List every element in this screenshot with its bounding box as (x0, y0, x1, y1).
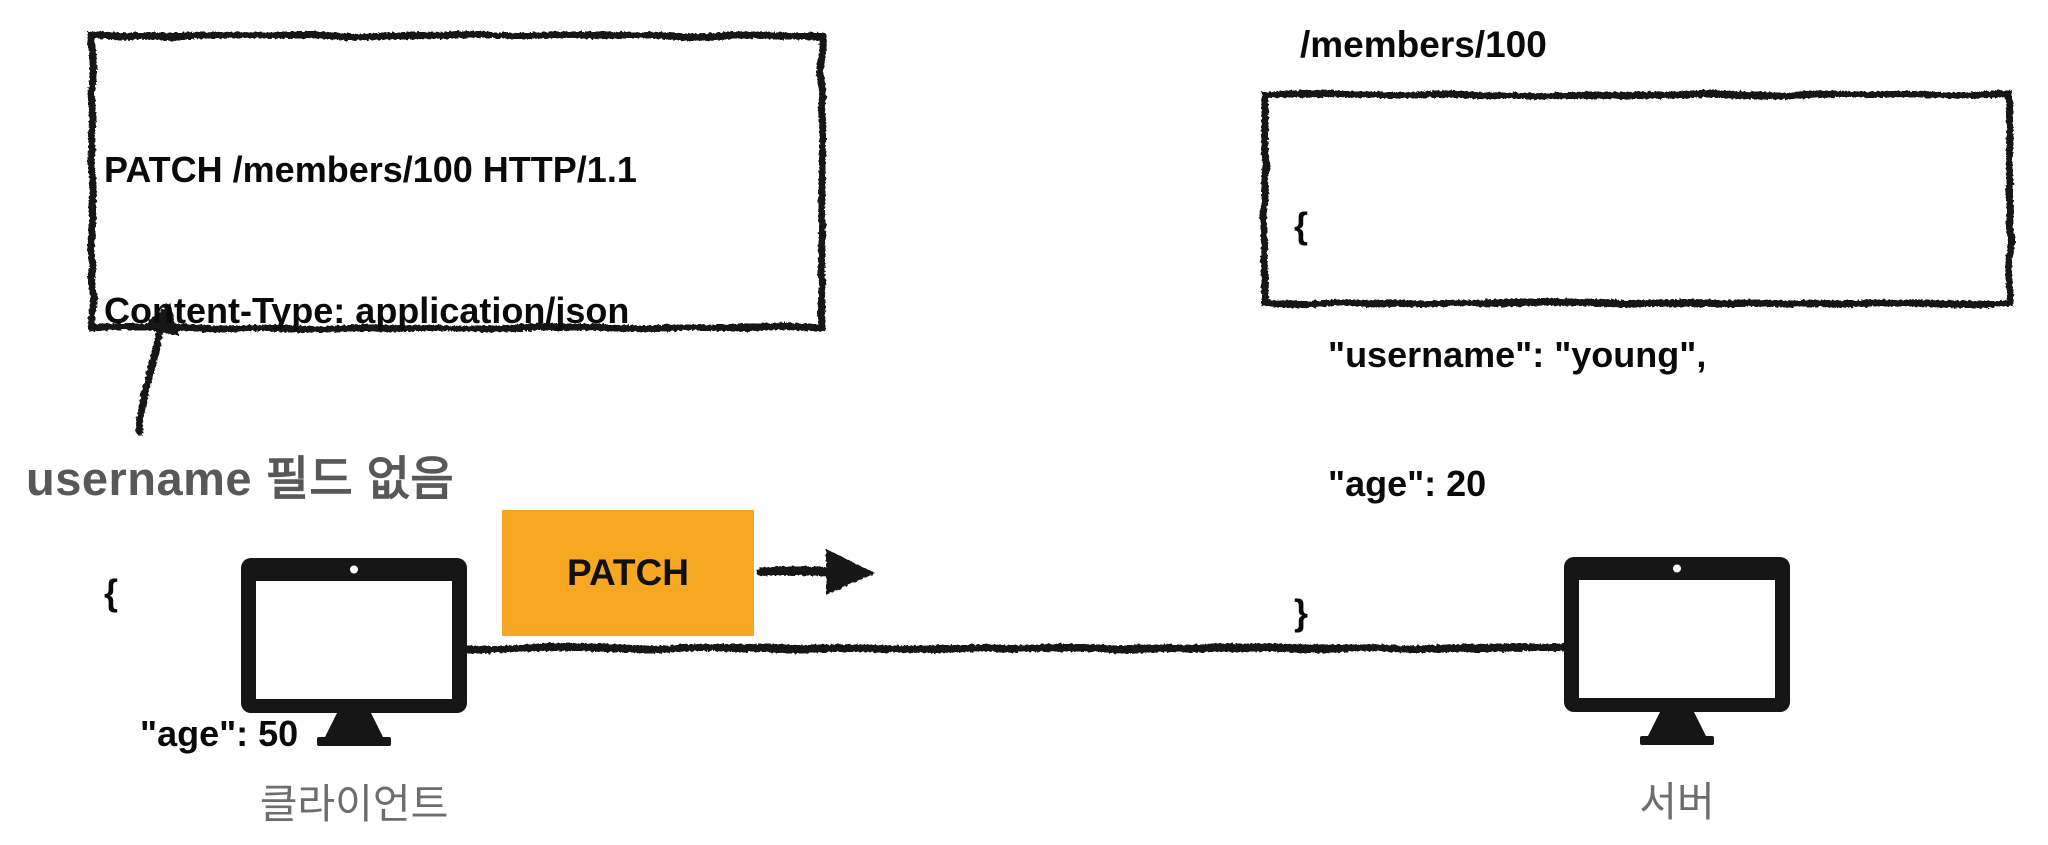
patch-method-box: PATCH (502, 510, 754, 636)
resource-body-close: } (1294, 592, 1309, 633)
request-direction-arrow-icon (756, 549, 874, 595)
request-line: PATCH /members/100 HTTP/1.1 (104, 149, 637, 190)
server-node-label: 서버 (1639, 779, 1715, 825)
patch-method-label: PATCH (567, 552, 689, 593)
request-body-field: "age": 50 (140, 713, 299, 754)
request-header-line: Content-Type: application/json (104, 290, 630, 331)
request-box-border (88, 32, 826, 332)
resource-body-field-age: "age": 20 (1328, 463, 1487, 504)
resource-box-border (1261, 91, 2014, 307)
client-node-label: 클라이언트 (259, 781, 449, 827)
resource-path-title: /members/100 (1300, 24, 1547, 65)
server-resource-box: { "username": "young", "age": 20 } (1294, 118, 1706, 720)
annotation-label: username 필드 없음 (26, 452, 455, 505)
annotation-arrow-icon (135, 301, 179, 435)
request-body-open: { (104, 572, 119, 613)
http-request-box: PATCH /members/100 HTTP/1.1 Content-Type… (104, 52, 637, 845)
resource-body-field-username: "username": "young", (1328, 334, 1707, 375)
resource-body-open: { (1294, 205, 1309, 246)
